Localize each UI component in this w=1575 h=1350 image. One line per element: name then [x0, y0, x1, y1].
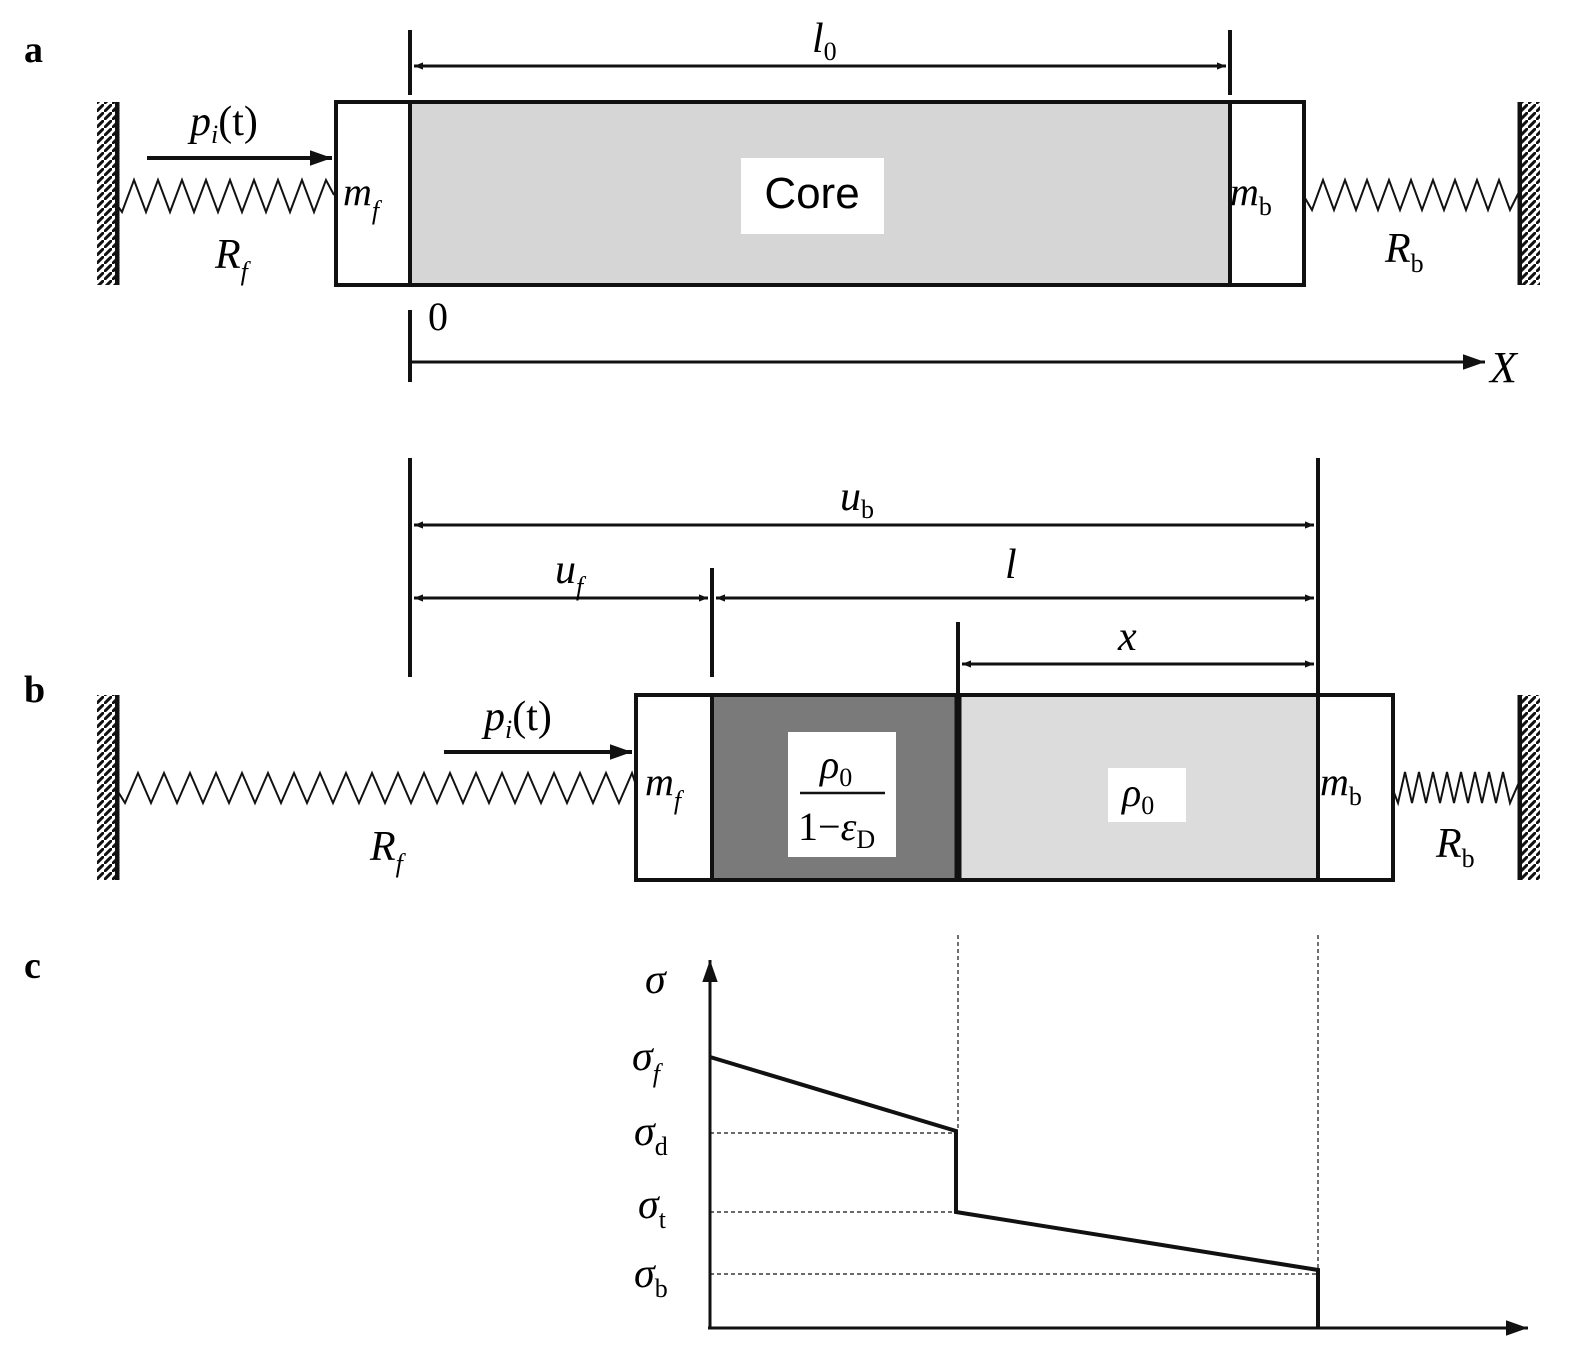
back-mass-block-a — [1228, 100, 1306, 287]
densified-density-label: ρ0 1−εD — [798, 742, 885, 854]
panel-b-label: b — [24, 669, 45, 711]
back-spring-b — [1392, 771, 1521, 807]
front-spring-label-b: Rf — [369, 824, 407, 878]
front-spring-label-a: Rf — [214, 232, 252, 286]
back-mass-label-b: mb — [1320, 759, 1362, 811]
core-label: Core — [764, 169, 859, 218]
front-mass-label-b: mf — [645, 759, 685, 815]
back-mass-label-a: mb — [1230, 169, 1272, 221]
pressure-label-b: pi(t) — [481, 694, 552, 744]
back-mass-block-b — [1316, 693, 1395, 882]
core-label-box — [741, 158, 884, 234]
panel-c-label: c — [24, 945, 41, 987]
panel-b: b ub uf l x — [24, 458, 1540, 882]
panel-a: a Core l0 pi(t) mf — [24, 16, 1540, 392]
undensified-density-box — [1108, 768, 1186, 822]
ub-label: ub — [840, 474, 874, 524]
origin-label: 0 — [428, 294, 448, 339]
sigma-t-label: σt — [638, 1182, 667, 1234]
svg-text:1−εD: 1−εD — [798, 804, 875, 854]
x-axis-label: X — [1488, 343, 1519, 392]
left-wall-b — [97, 695, 120, 880]
sigma-b-label: σb — [634, 1251, 668, 1303]
undensified-density-label: ρ0 — [1120, 770, 1154, 820]
stress-profile — [709, 1055, 1320, 1328]
densified-density-box — [788, 732, 896, 857]
sigma-f-label: σf — [632, 1034, 664, 1088]
x-dim-label: x — [1117, 614, 1137, 660]
front-mass-label-a: mf — [343, 169, 383, 225]
pressure-label-a: pi(t) — [187, 99, 258, 149]
back-spring-label-a: Rb — [1384, 226, 1424, 278]
panel-c: c σ σf σd σt σb — [24, 935, 1528, 1336]
front-spring-a — [116, 177, 335, 215]
l-label: l — [1005, 542, 1017, 588]
svg-text:ρ0: ρ0 — [818, 742, 852, 792]
sigma-d-label: σd — [634, 1109, 668, 1161]
right-wall-b — [1517, 695, 1540, 880]
front-mass-block-b — [634, 693, 714, 882]
back-spring-label-b: Rb — [1435, 821, 1475, 873]
back-spring-a — [1304, 177, 1521, 213]
uf-label: uf — [555, 547, 587, 601]
sigma-axis-label: σ — [645, 957, 668, 1003]
right-wall-a — [1517, 102, 1540, 285]
left-wall-a — [97, 102, 120, 285]
front-spring-b — [116, 770, 637, 806]
panel-a-label: a — [24, 29, 43, 71]
l0-label: l0 — [812, 16, 837, 66]
